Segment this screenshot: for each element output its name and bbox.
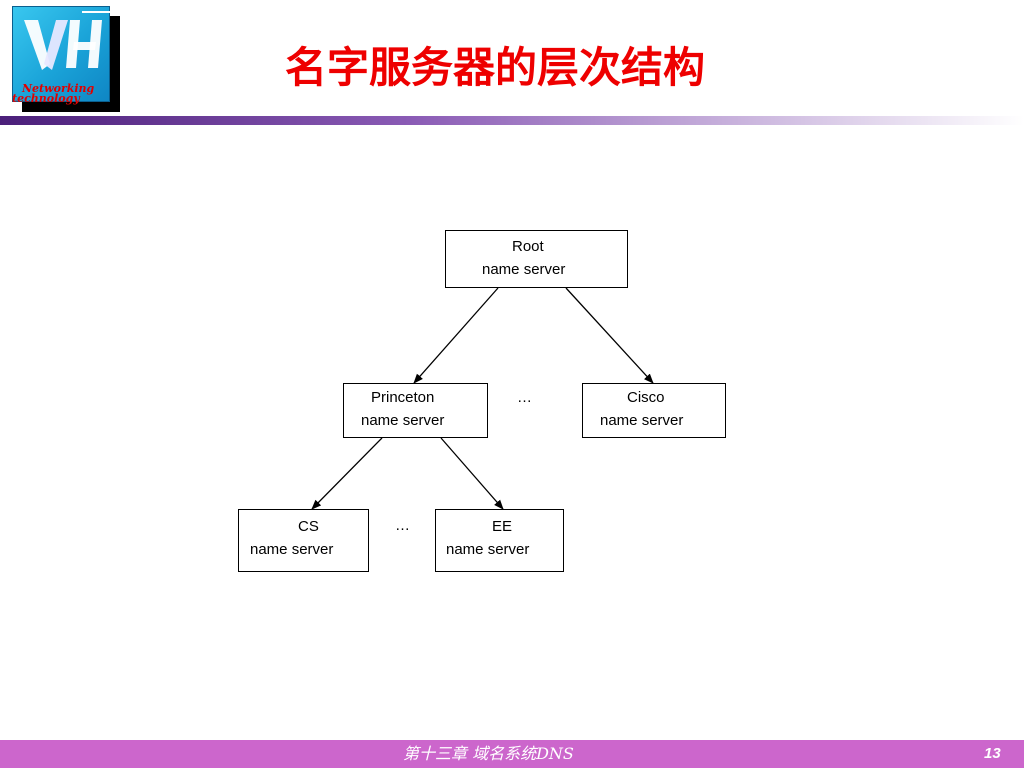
edge-root-princeton	[413, 287, 499, 384]
cisco-node-label: Cisco	[627, 389, 665, 406]
footer-page-number: 13	[984, 745, 1001, 762]
footer-chapter-title: 第十三章 域名系统DNS	[403, 744, 574, 763]
princeton-node-label: Princeton	[371, 389, 435, 406]
level2-ellipsis: …	[517, 389, 532, 406]
cs-name-server-node: CS name server	[238, 509, 369, 572]
cs-node-label: CS	[298, 518, 319, 535]
princeton-node-sublabel: name server	[361, 412, 445, 429]
cisco-name-server-node: Cisco name server	[582, 383, 726, 438]
princeton-name-server-node: Princeton name server	[343, 383, 488, 438]
ee-name-server-node: EE name server	[435, 509, 564, 572]
title-divider-bar	[0, 116, 1024, 125]
edge-princeton-ee	[440, 437, 504, 510]
logo-tagline-technology: technology	[12, 92, 80, 105]
edge-root-cisco	[565, 287, 654, 384]
root-name-server-node: Root name server	[445, 230, 628, 288]
edge-princeton-cs	[311, 437, 383, 510]
slide-footer-bar: 第十三章 域名系统DNS 13	[0, 740, 1024, 768]
slide-title: 名字服务器的层次结构	[285, 43, 706, 92]
root-node-label: Root	[512, 238, 544, 255]
ee-node-sublabel: name server	[446, 541, 530, 558]
cisco-node-sublabel: name server	[600, 412, 684, 429]
root-node-sublabel: name server	[482, 261, 566, 278]
networking-technology-logo: Networking technology	[12, 6, 122, 112]
logo-tagline-networking: Networking	[22, 82, 95, 95]
cs-node-sublabel: name server	[250, 541, 334, 558]
vh-logo-letters-icon	[24, 11, 110, 70]
level3-ellipsis: …	[395, 517, 410, 534]
ee-node-label: EE	[492, 518, 513, 535]
